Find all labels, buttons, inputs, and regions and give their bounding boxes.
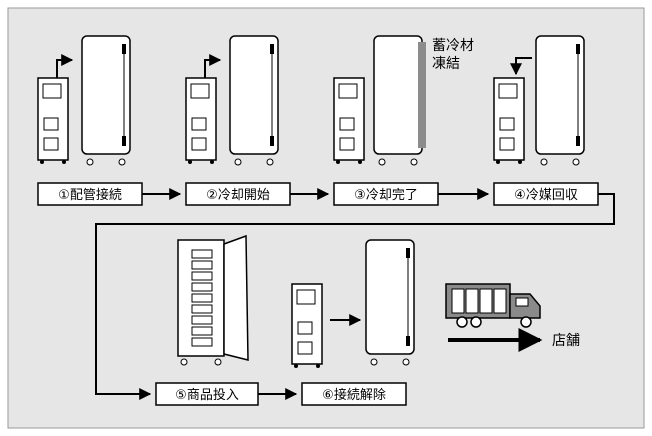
pipe-connect-arrow bbox=[56, 54, 74, 78]
scene-step-4 bbox=[493, 35, 585, 166]
step-label-2: ②冷却開始 bbox=[185, 182, 291, 206]
scene-step-2 bbox=[185, 35, 279, 166]
cooling-unit bbox=[37, 77, 69, 164]
step-label-text: ④冷媒回収 bbox=[514, 188, 578, 203]
frozen-cold-storage-strip bbox=[418, 42, 426, 148]
step-label-text: ⑥接続解除 bbox=[322, 387, 386, 403]
freeze-annotation-line1: 蓄冷材 bbox=[432, 38, 474, 54]
step-label-5: ⑤商品投入 bbox=[155, 382, 259, 406]
open-cabinet-with-shelves bbox=[177, 234, 249, 366]
scene-step-6 bbox=[291, 239, 415, 368]
step-label-3: ③冷却完了 bbox=[333, 182, 439, 206]
storage-cabinet bbox=[229, 35, 279, 166]
refrigerant-return-arrow bbox=[510, 57, 532, 76]
scene-step-1 bbox=[37, 35, 131, 166]
scene-step-5 bbox=[177, 234, 249, 366]
open-cabinet-door bbox=[223, 234, 249, 361]
step-label-1: ①配管接続 bbox=[37, 182, 143, 206]
step-label-text: ①配管接続 bbox=[58, 187, 122, 203]
cooling-unit bbox=[291, 283, 323, 368]
delivery-truck-icon bbox=[445, 283, 541, 328]
product-trays bbox=[191, 249, 213, 347]
scene-step-3: 蓄冷材 凍結 bbox=[333, 35, 474, 166]
cooling-unit bbox=[493, 77, 525, 164]
cooling-unit bbox=[333, 77, 365, 164]
step-label-text: ⑤商品投入 bbox=[175, 387, 239, 403]
freeze-annotation-line2: 凍結 bbox=[432, 56, 460, 72]
coolant-flow-arrow bbox=[204, 54, 222, 78]
step-label-6: ⑥接続解除 bbox=[301, 382, 407, 406]
storage-cabinet-frozen bbox=[373, 35, 426, 166]
step-label-text: ②冷却開始 bbox=[206, 188, 270, 203]
storage-cabinet bbox=[535, 35, 585, 166]
step-label-text: ③冷却完了 bbox=[354, 188, 418, 203]
cooling-unit bbox=[185, 77, 217, 164]
flow-arrow-4-5 bbox=[95, 193, 615, 400]
step-label-4: ④冷媒回収 bbox=[493, 182, 599, 206]
store-label: 店舗 bbox=[552, 333, 580, 349]
storage-cabinet bbox=[81, 35, 131, 166]
storage-cabinet bbox=[365, 239, 415, 366]
